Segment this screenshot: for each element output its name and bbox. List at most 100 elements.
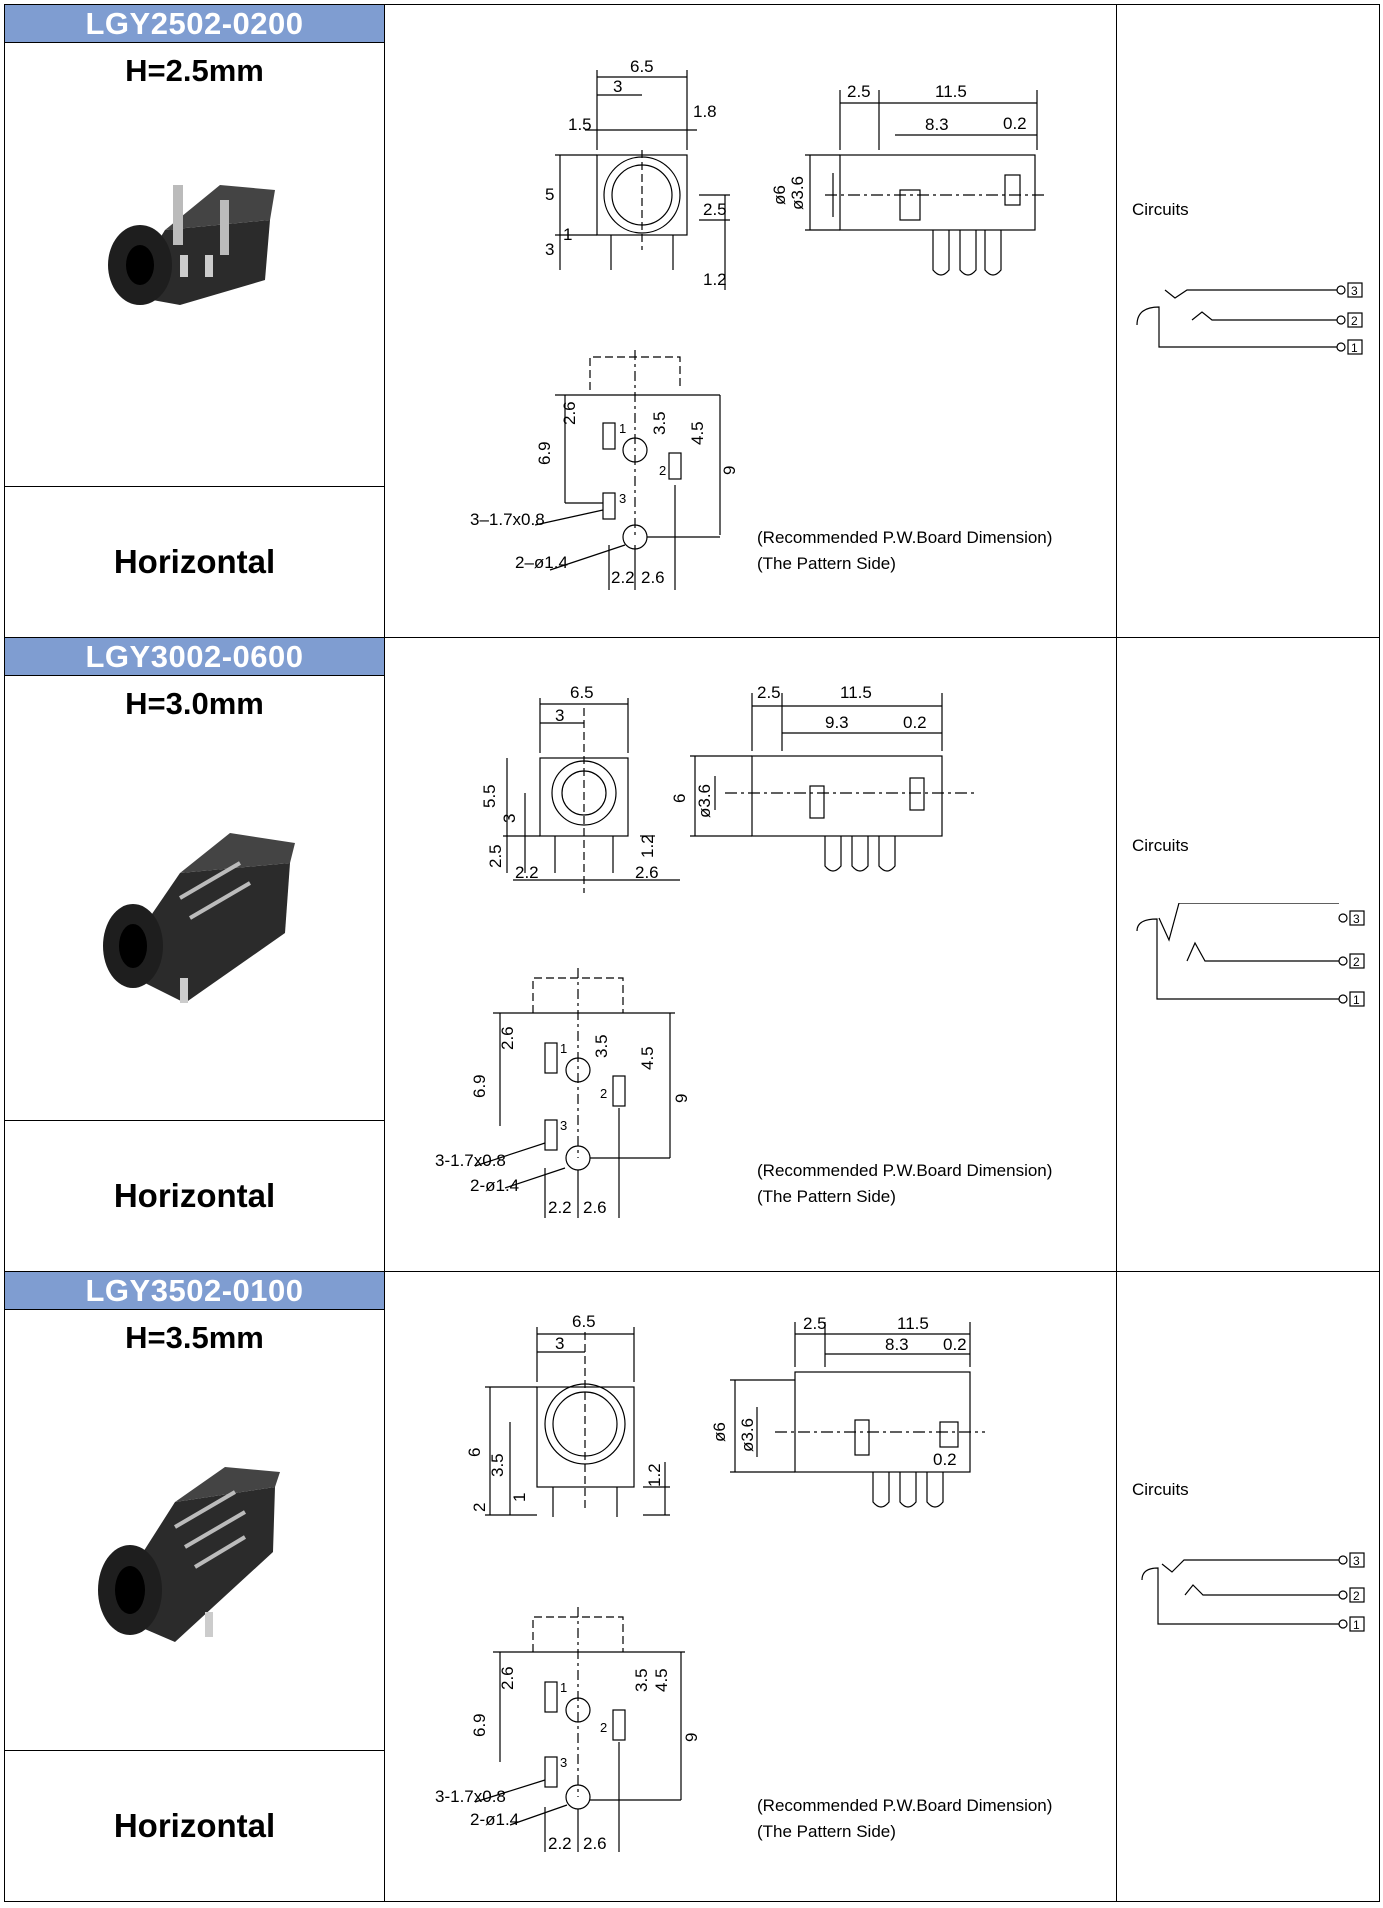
- dim-text: 2.2: [515, 863, 539, 882]
- circuit-diagram: 3 2 1: [1141, 1552, 1365, 1632]
- dim-text: 6.9: [535, 441, 554, 465]
- circuit-diagram: 3 2 1: [1136, 903, 1365, 1007]
- dim-text: 3: [555, 706, 564, 725]
- pin-label: 2: [600, 1720, 607, 1735]
- pin-label: 3: [560, 1118, 567, 1133]
- pattern-note-line: (The Pattern Side): [757, 1187, 896, 1206]
- pin-label: 1: [560, 1041, 567, 1056]
- dim-text: 2: [470, 1503, 489, 1512]
- dim-text: 9: [720, 466, 739, 475]
- height-label: H=3.0mm: [125, 686, 264, 721]
- pattern-view-drawing: [534, 350, 721, 590]
- dim-text: 6.9: [470, 1713, 489, 1737]
- front-view-dimensions: 6.5 3 5.5 3 2.5 1.2 2.2 2.6: [480, 683, 659, 882]
- dim-text: 2.2: [548, 1198, 572, 1217]
- part-number: LGY3002-0600: [5, 638, 384, 676]
- part-row-2: LGY3002-0600 H=3.0mm Horizontal: [4, 637, 1380, 1272]
- pin-label: 2: [1353, 955, 1360, 969]
- dim-text: 9: [682, 1733, 701, 1742]
- circuits-column: Circuits 3 2 1: [1116, 638, 1379, 1271]
- part-info-column: LGY3502-0100 H=3.5mm Horizontal: [5, 1272, 385, 1901]
- dim-text: 9: [672, 1094, 691, 1103]
- dim-text: 8.3: [925, 115, 949, 134]
- datasheet: LGY2502-0200 H=2.5mm Horizontal: [4, 4, 1380, 1902]
- dim-text: 3.5: [650, 411, 669, 435]
- dim-text: 2.5: [703, 200, 727, 219]
- part-info-column: LGY3002-0600 H=3.0mm Horizontal: [5, 638, 385, 1271]
- dim-text: 3–1.7x0.8: [470, 510, 545, 529]
- dim-text: 2-ø1.4: [470, 1176, 519, 1195]
- pattern-note: (Recommended P.W.Board Dimension) (The P…: [757, 525, 1052, 577]
- dim-text: 3-1.7x0.8: [435, 1787, 506, 1806]
- dim-text: ø3.6: [695, 784, 714, 818]
- dim-text: 6.5: [570, 683, 594, 702]
- orientation-label: Horizontal: [113, 1807, 276, 1844]
- dim-text: 1.2: [638, 834, 657, 858]
- dim-text: 4.5: [652, 1668, 671, 1692]
- part-row-3: LGY3502-0100 H=3.5mm Horizontal: [4, 1271, 1380, 1902]
- jack-photo: [103, 833, 295, 1003]
- pattern-view-dimensions: 2.6 3.5 4.5 6.9 9 3–1.7x0.8 2–ø1.4 2.2 2…: [470, 401, 739, 587]
- dim-text: 2–ø1.4: [515, 553, 568, 572]
- dim-text: 2.6: [583, 1198, 607, 1217]
- part-number: LGY3502-0100: [5, 1272, 384, 1310]
- dim-text: 2.6: [498, 1026, 517, 1050]
- dim-text: ø6: [710, 1422, 729, 1442]
- circuits-label: Circuits: [1132, 836, 1189, 855]
- dimension-drawing: 6.5 3 5.5 3 2.5 1.2 2.2 2.6: [435, 683, 975, 1218]
- dim-text: 5: [545, 185, 554, 204]
- orientation-box: Horizontal: [5, 1750, 384, 1901]
- dim-text: 2-ø1.4: [470, 1810, 519, 1829]
- side-view-dimensions: 2.5 11.5 9.3 0.2 6 ø3.6: [670, 683, 927, 818]
- pin-label: 2: [600, 1086, 607, 1101]
- part-number: LGY2502-0200: [5, 5, 384, 43]
- pin-label: 2: [1351, 314, 1358, 328]
- circuits-label: Circuits: [1132, 1480, 1189, 1499]
- orientation-box: Horizontal: [5, 1120, 384, 1271]
- dim-text: ø3.6: [788, 176, 807, 210]
- dim-text: 2.5: [757, 683, 781, 702]
- dim-text: 3: [545, 240, 554, 259]
- dim-text: ø3.6: [738, 1418, 757, 1452]
- dim-text: 3: [613, 77, 622, 96]
- jack-photo: [98, 1467, 280, 1642]
- dim-text: 1.2: [645, 1463, 664, 1487]
- pin-label: 1: [1353, 1618, 1360, 1632]
- jack-body-icon: [98, 1467, 280, 1642]
- dim-text: 2.5: [803, 1314, 827, 1333]
- dim-text: 11.5: [840, 683, 872, 702]
- pattern-note-line: (Recommended P.W.Board Dimension): [757, 1161, 1053, 1180]
- dim-text: 0.2: [903, 713, 927, 732]
- dim-text: 3-1.7x0.8: [435, 1151, 506, 1170]
- dim-text: 4.5: [638, 1046, 657, 1070]
- pin-label: 1: [1353, 993, 1360, 1007]
- pattern-note-line: (The Pattern Side): [757, 554, 896, 573]
- dim-text: 0.2: [1003, 114, 1027, 133]
- circuit-diagram: 3 2 1: [1136, 282, 1363, 355]
- dim-text: 6.9: [470, 1074, 489, 1098]
- dimension-drawing: 6.5 3 6 3.5 2 1 1.2: [435, 1312, 985, 1853]
- pin-label: 1: [1351, 341, 1358, 355]
- pin-label: 2: [1353, 1589, 1360, 1603]
- dimension-drawing: 6.5 3 1.5 1.8 5 3 1 2.5 1.2: [470, 57, 1045, 590]
- dim-text: 2.6: [635, 863, 659, 882]
- orientation-label: Horizontal: [113, 1177, 276, 1214]
- pattern-note-line: (Recommended P.W.Board Dimension): [757, 528, 1053, 547]
- dim-text: 3.5: [488, 1453, 507, 1477]
- pin-label: 1: [560, 1680, 567, 1695]
- dim-text: ø6: [770, 185, 789, 205]
- front-view-drawing: [555, 70, 730, 290]
- dim-text: 3.5: [632, 1668, 651, 1692]
- dim-text: 2.6: [583, 1834, 607, 1853]
- dim-text: 1: [510, 1493, 529, 1502]
- dim-text: 3.5: [592, 1034, 611, 1058]
- dimension-drawings: 6.5 3 5.5 3 2.5 1.2 2.2 2.6: [385, 638, 1118, 1271]
- dim-text: 2.5: [486, 844, 505, 868]
- part-info-column: LGY2502-0200 H=2.5mm Horizontal: [5, 5, 385, 637]
- pin-label: 1: [619, 421, 626, 436]
- dim-text: 2.2: [611, 568, 635, 587]
- dim-text: 2.2: [548, 1834, 572, 1853]
- dim-text: 1.8: [693, 102, 717, 121]
- dim-text: 2.6: [641, 568, 665, 587]
- pattern-view-drawing: [474, 968, 675, 1218]
